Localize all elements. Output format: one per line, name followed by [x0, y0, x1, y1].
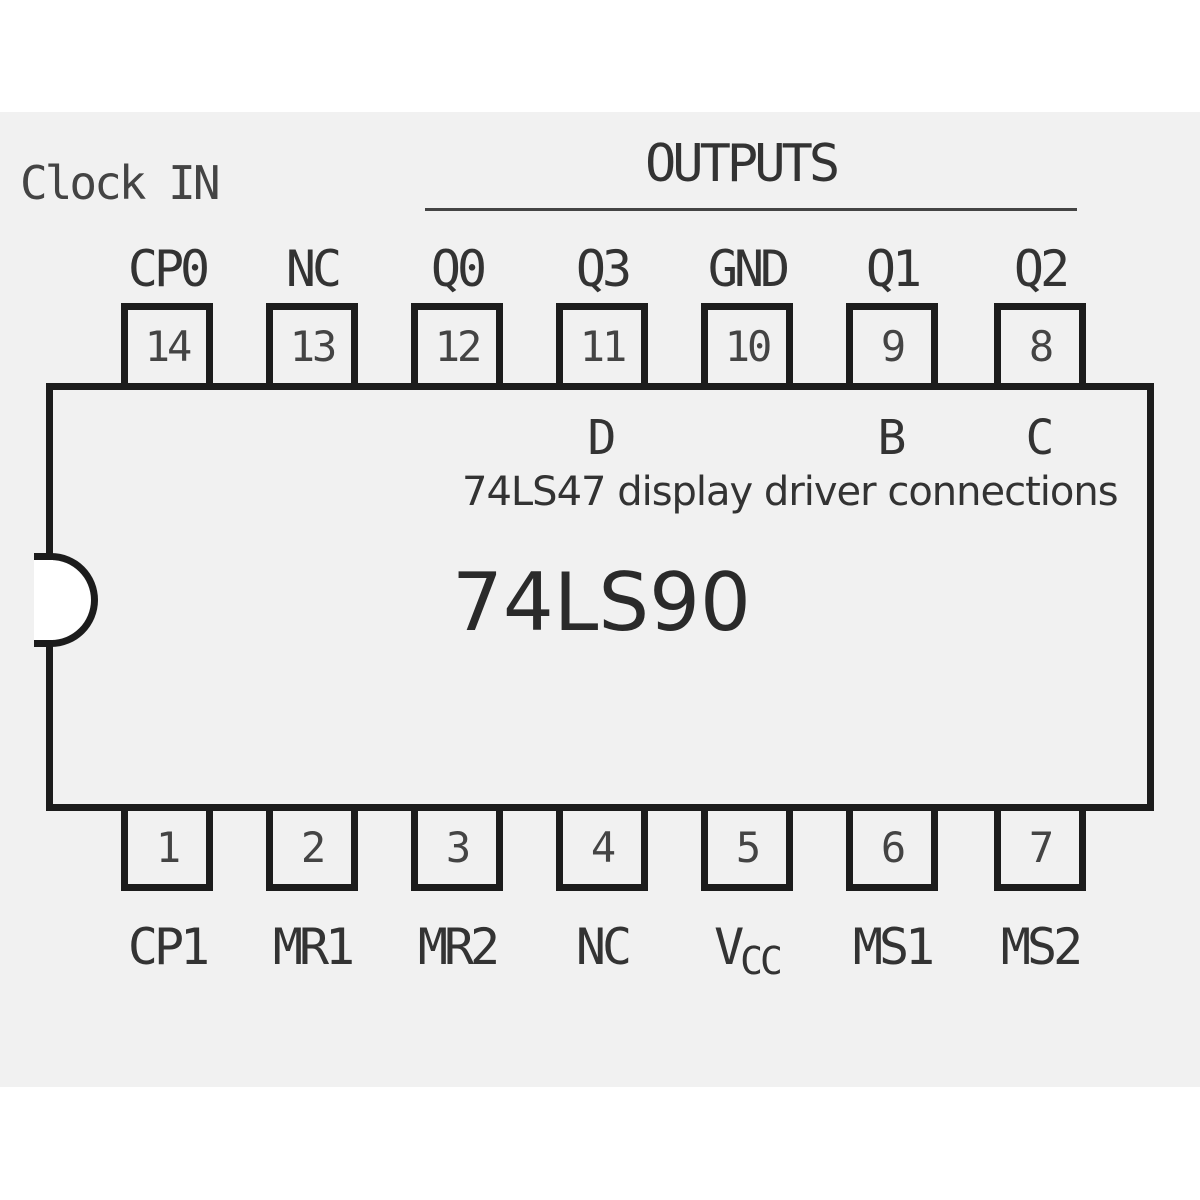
pin-5-name-main: V — [714, 918, 744, 976]
pin-4: 4 — [556, 811, 648, 891]
pin-12: 12 — [411, 303, 503, 383]
outputs-bracket-line — [425, 208, 1077, 211]
driver-connections-caption: 74LS47 display driver connections — [462, 469, 1119, 515]
pin-11: 11 — [556, 303, 648, 383]
pin-9-name: Q1 — [865, 240, 922, 298]
chip-name: 74LS90 — [452, 556, 751, 649]
pin-7-name: MS2 — [1000, 918, 1083, 976]
pin-6: 6 — [846, 811, 938, 891]
pin-10: 10 — [701, 303, 793, 383]
pin-5-name: VCC — [662, 918, 832, 983]
pin-5-name-sub: CC — [740, 939, 783, 983]
driver-letter-b: B — [877, 410, 907, 466]
pin-6-name: MS1 — [852, 918, 935, 976]
chip-notch-gap — [34, 560, 53, 640]
pin-14-name: CP0 — [127, 240, 210, 298]
pin-4-name: NC — [575, 918, 632, 976]
pin-8-name: Q2 — [1013, 240, 1070, 298]
pin-7: 7 — [994, 811, 1086, 891]
pin-3: 3 — [411, 811, 503, 891]
pin-12-name: Q0 — [430, 240, 487, 298]
clock-in-label: Clock IN — [20, 156, 221, 210]
pin-3-name: MR2 — [417, 918, 500, 976]
pin-5: 5 — [701, 811, 793, 891]
pin-13-name: NC — [285, 240, 342, 298]
pin-14: 14 — [121, 303, 213, 383]
pin-9: 9 — [846, 303, 938, 383]
pin-11-name: Q3 — [575, 240, 632, 298]
driver-letter-d: D — [587, 410, 617, 466]
outputs-label: OUTPUTS — [645, 134, 840, 194]
driver-letter-c: C — [1025, 410, 1055, 466]
pin-10-name: GND — [707, 240, 790, 298]
pin-1-name: CP1 — [127, 918, 210, 976]
chip-body — [46, 383, 1154, 811]
pin-13: 13 — [266, 303, 358, 383]
pin-2: 2 — [266, 811, 358, 891]
pin-1: 1 — [121, 811, 213, 891]
pin-2-name: MR1 — [272, 918, 355, 976]
pin-8: 8 — [994, 303, 1086, 383]
